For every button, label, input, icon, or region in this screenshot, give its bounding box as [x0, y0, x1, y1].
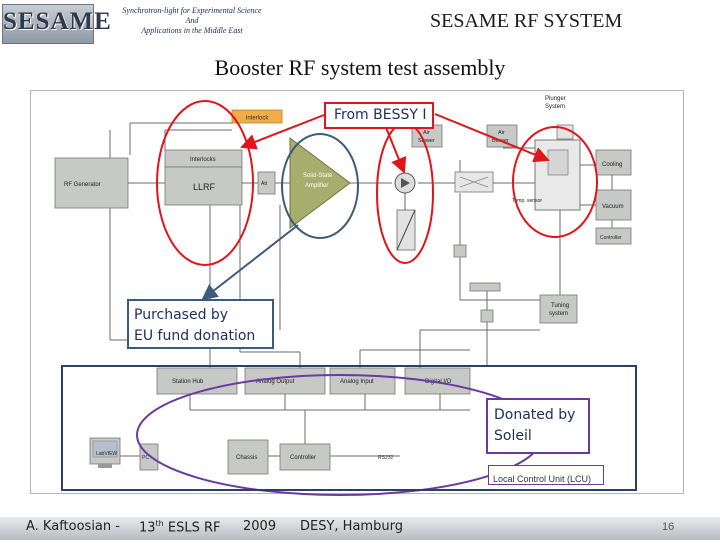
vacuum-block [595, 189, 632, 221]
page-number: 16 [662, 521, 675, 533]
cooling-label: Cooling [602, 162, 622, 168]
analog-output-label: Analog Output [256, 379, 295, 385]
tagline-line3: Applications in the Middle East [141, 26, 243, 35]
tuning-label-line1: Tuning [551, 303, 569, 309]
analog-input-label: Analog Input [340, 379, 374, 385]
arrow-bessy-cavity [434, 113, 550, 163]
tagline-line2: And [185, 16, 199, 25]
tuning-label-line2: system [549, 311, 568, 317]
arrow-eu-ssa [201, 224, 299, 301]
header-title: SESAME RF SYSTEM [430, 10, 623, 32]
red-circle-llrf [156, 100, 254, 266]
chassis-block [227, 439, 269, 475]
digital-io-block [404, 367, 471, 395]
footer-event-sup: th [155, 519, 164, 528]
callout-bessy: From BESSY I [324, 102, 434, 129]
vacuum-label: Vacuum [602, 204, 624, 210]
feedthrough-bar [469, 282, 501, 292]
labview-label: LabVIEW [96, 451, 117, 457]
callout-bessy-text: From BESSY I [334, 107, 427, 123]
pc-label: PC [142, 455, 149, 461]
arrow-bessy-circulator [384, 124, 407, 174]
circulator-arrow [401, 178, 410, 188]
att-label: Att [261, 181, 268, 187]
plunger-label-line1: Plunger [545, 96, 566, 102]
station-hub-label: Station Hub [172, 379, 204, 385]
air-slower-line1: Air [423, 130, 430, 136]
cooling-block [595, 149, 632, 176]
cavity-inner [547, 149, 569, 176]
att-block [257, 171, 276, 195]
lcu-label: Local Control Unit (LCU) [493, 474, 592, 484]
station-hub-block [156, 367, 238, 395]
sesame-logo: SESAME [2, 4, 112, 44]
air-slower-line2: Slower [418, 138, 435, 144]
controller-right-label: Controller [600, 235, 622, 241]
llrf-label: LLRF [193, 182, 216, 192]
footer-year: 2009 [243, 519, 277, 534]
footer-location: DESY, Hamburg [300, 519, 403, 534]
rf-generator-block [54, 157, 129, 209]
callout-eu: Purchased by EU fund donation [127, 299, 274, 349]
controller-block [279, 443, 331, 471]
lcu-frame [61, 365, 637, 491]
footer-event-suffix: ESLS RF [163, 520, 221, 536]
callout-soleil: Donated by Soleil [486, 398, 590, 454]
footer-event: 13th ESLS RF [139, 519, 221, 535]
small-detector-1 [453, 244, 467, 258]
rs232-label: RS232 [378, 455, 394, 461]
controller-label: Controller [290, 455, 316, 461]
analog-input-block [329, 367, 396, 395]
plunger-label-line2: System [545, 104, 565, 110]
callout-soleil-line1: Donated by [494, 407, 576, 423]
ssa-triangle [289, 137, 351, 229]
chassis-label: Chassis [236, 455, 257, 461]
interlock-box-label: Interlock [246, 116, 270, 122]
footer-author: A. Kaftoosian - [26, 519, 120, 534]
ssa-label-line1: Solid-State [303, 173, 333, 179]
slide-title: Booster RF system test assembly [214, 55, 506, 80]
ssa-label-line2: Amplifier [305, 183, 328, 189]
arrow-bessy-llrf [240, 114, 325, 150]
analog-output-block [244, 367, 326, 395]
callout-soleil-line2: Soleil [494, 428, 532, 444]
air-blower-line1: Air [498, 130, 505, 136]
callout-eu-line2: EU fund donation [134, 328, 256, 344]
footer-bar [0, 517, 720, 540]
interlocks-label: Interlocks [190, 157, 216, 163]
controller-right-block [595, 227, 632, 245]
tuning-system-block [539, 294, 578, 324]
footer-event-prefix: 13 [139, 520, 156, 536]
lcu-label-box: Local Control Unit (LCU) [488, 465, 604, 485]
tagline-line1: Synchrotron-light for Experimental Scien… [122, 6, 262, 15]
temp-sensor-label: Temp. sensor [512, 198, 542, 204]
llrf-block [164, 166, 243, 206]
small-detector-2 [480, 309, 494, 323]
callout-eu-line1: Purchased by [134, 307, 229, 323]
logo-text: SESAME [3, 8, 112, 35]
blue-circle-ssa [281, 133, 359, 239]
red-circle-cavity [512, 126, 598, 238]
rf-generator-label: RF Generator [64, 182, 101, 188]
